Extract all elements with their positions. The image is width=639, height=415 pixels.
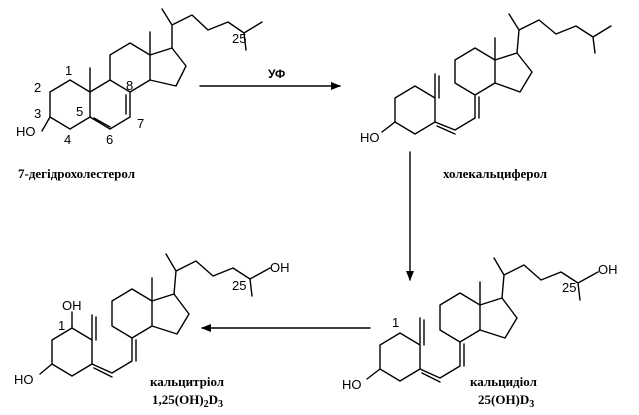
dehydrocholesterol-ho-group: HO: [16, 124, 36, 139]
dehydrocholesterol-name: 7-дегідрохолестерол: [18, 166, 135, 181]
dehydrocholesterol-structure: [41, 8, 263, 132]
calcitriol-formula: 1,25(OH)2D3: [152, 392, 223, 410]
calcidiol-formula: 25(OH)D3: [478, 392, 534, 410]
atom-number-8: 8: [126, 78, 133, 93]
atom-number-5: 5: [76, 104, 83, 119]
calcidiol-atom-number-25: 25: [562, 280, 576, 295]
atom-number-25: 25: [232, 31, 246, 46]
calcitriol-name: кальцитріол: [150, 374, 224, 389]
calcitriol-ho-group: HO: [14, 372, 34, 387]
atom-number-7: 7: [137, 116, 144, 131]
atom-number-2: 2: [34, 80, 41, 95]
calcitriol-atom-number-25: 25: [232, 278, 246, 293]
calcitriol-atom-number-1: 1: [58, 318, 65, 333]
calcitriol-structure: [39, 253, 271, 378]
atom-number-4: 4: [64, 132, 71, 147]
calcidiol-ho-group: HO: [342, 377, 362, 392]
uv-label: УФ: [268, 67, 285, 81]
atom-number-1: 1: [65, 63, 72, 78]
cholecalciferol-structure: [381, 13, 612, 135]
calcitriol-oh-top-group: OH: [62, 298, 82, 313]
calcitriol-oh-side-group: OH: [270, 260, 290, 275]
calcidiol-name: кальцидіол: [470, 374, 537, 389]
calcidiol-atom-number-1: 1: [392, 315, 399, 330]
calcidiol-oh-group: OH: [598, 262, 618, 277]
atom-number-3: 3: [34, 106, 41, 121]
cholecalciferol-name: холекальциферол: [443, 166, 547, 181]
atom-number-6: 6: [106, 132, 113, 147]
cholecalciferol-ho-group: HO: [360, 130, 380, 145]
calcidiol-structure: [366, 257, 599, 383]
